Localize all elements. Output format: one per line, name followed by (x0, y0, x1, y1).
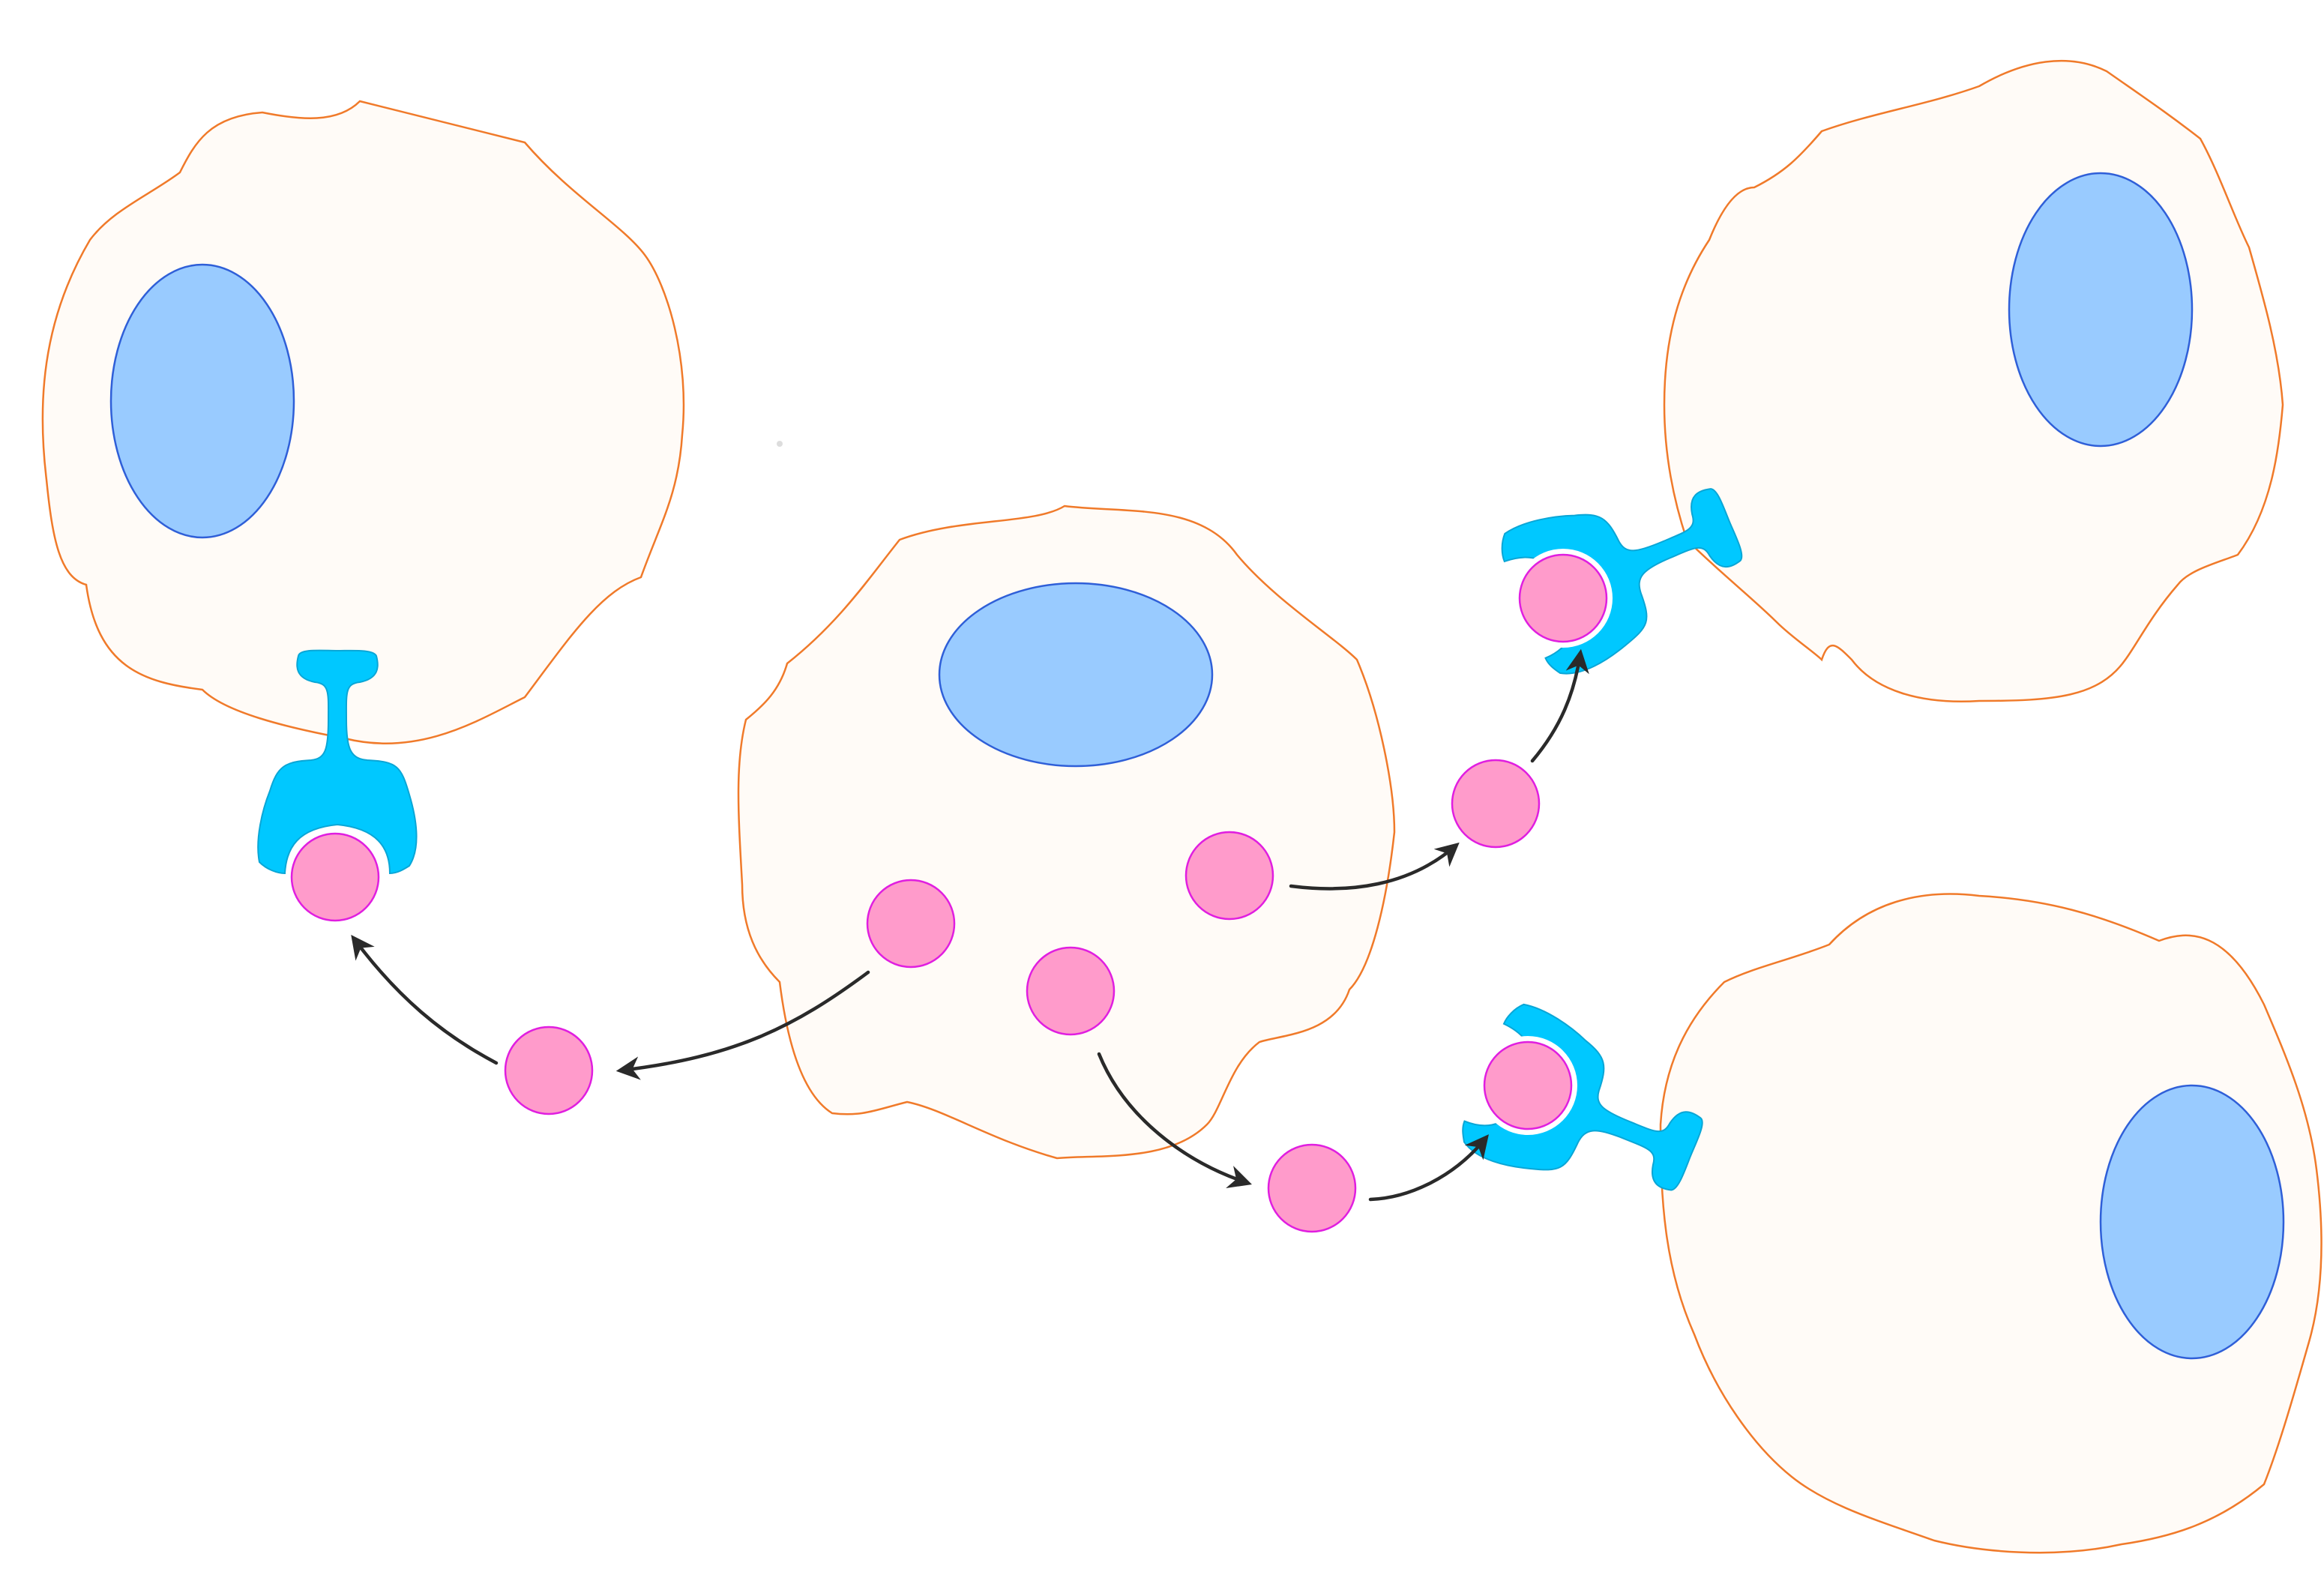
ligand-bound-bottom-right (1478, 1036, 1577, 1135)
receptor (257, 649, 418, 875)
target-cell-top-right (1663, 59, 2284, 702)
arrow-signal-to-bottom (1097, 1052, 1252, 1188)
nucleus (2099, 1084, 2285, 1360)
ligand-in-cell-1 (866, 879, 956, 969)
nucleus (938, 582, 1214, 768)
receptor-top-right (1501, 488, 1743, 675)
ligand-bound-top-left (286, 828, 385, 927)
arrow-right-to-receptor (1530, 648, 1589, 763)
ligand-released-right (1451, 759, 1541, 849)
cell-membrane (737, 505, 1396, 1160)
receptor (1462, 1003, 1703, 1191)
receptor-top-left (257, 649, 418, 875)
arrow-signal-to-right (1289, 842, 1460, 891)
nucleus (2008, 172, 2194, 448)
signaling-cell (737, 505, 1396, 1160)
speck (777, 441, 783, 447)
arrow-signal-to-left (615, 970, 870, 1080)
arrow-left-to-receptor (351, 934, 499, 1065)
ligand-in-cell-3 (1184, 831, 1274, 921)
target-cell-bottom-right (1659, 893, 2323, 1554)
ligand-released-bottom (1267, 1143, 1357, 1233)
nucleus (109, 263, 295, 539)
ligand-bound-top-right (1514, 549, 1613, 648)
receptor-bottom-right (1462, 1003, 1703, 1191)
ligand-in-cell-2 (1026, 946, 1116, 1036)
cell-membrane (41, 100, 685, 745)
ligand-released-left (504, 1026, 594, 1115)
target-cell-top-left (41, 100, 685, 745)
arrow-bottom-to-receptor (1368, 1134, 1489, 1202)
receptor (1501, 488, 1743, 675)
